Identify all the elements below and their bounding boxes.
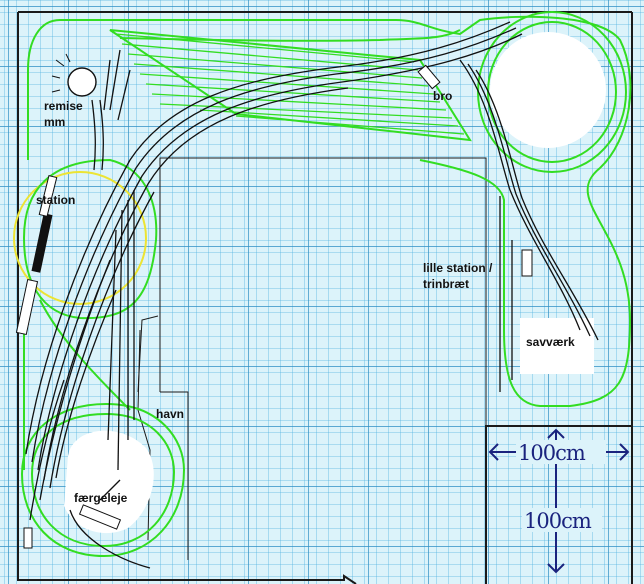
outer-route-loop [60,15,632,407]
bridge-marker [417,64,441,90]
structures [15,64,533,549]
right-loop-area [490,32,606,148]
label-havn: havn [156,407,184,421]
scale-label-bg-v [522,508,602,532]
top-ladder-route-a [109,29,472,142]
scale-box: 100cm 100cm [488,428,630,574]
label-remise: remise [44,99,83,113]
station-building [31,213,53,273]
ferry-loop-inner [30,412,176,548]
halt-platform [521,249,533,277]
turntable-rays [51,53,71,93]
station-highlight [13,171,147,305]
label-station: station [36,193,75,207]
station-loop [22,158,158,320]
baseboard-outline [17,11,633,584]
turntable-area [67,67,97,97]
station-platform [15,278,39,336]
ferry-ramp [78,504,122,530]
scale-label-bg-h [516,440,606,464]
label-mm: mm [44,115,65,129]
label-savvaerk: savværk [526,335,575,349]
corner-marker [23,527,33,549]
left-outer-route [27,19,61,160]
ladder-hatching [115,33,465,135]
track-lines [25,21,599,569]
label-bro: bro [433,89,452,103]
label-faergeleje: færgeleje [74,491,128,505]
scale-horizontal-label: 100cm [518,441,586,465]
scenery-areas [64,32,606,534]
label-trinbraet: trinbræt [423,277,469,291]
sawmill-area [520,318,594,374]
ferry-loop-outer [20,402,186,558]
label-lille-station: lille station / [423,261,493,275]
top-ladder-route-b [119,29,461,42]
scale-vertical-label: 100cm [524,509,592,533]
green-route-lines [20,11,632,558]
station-platform-top [38,175,58,217]
